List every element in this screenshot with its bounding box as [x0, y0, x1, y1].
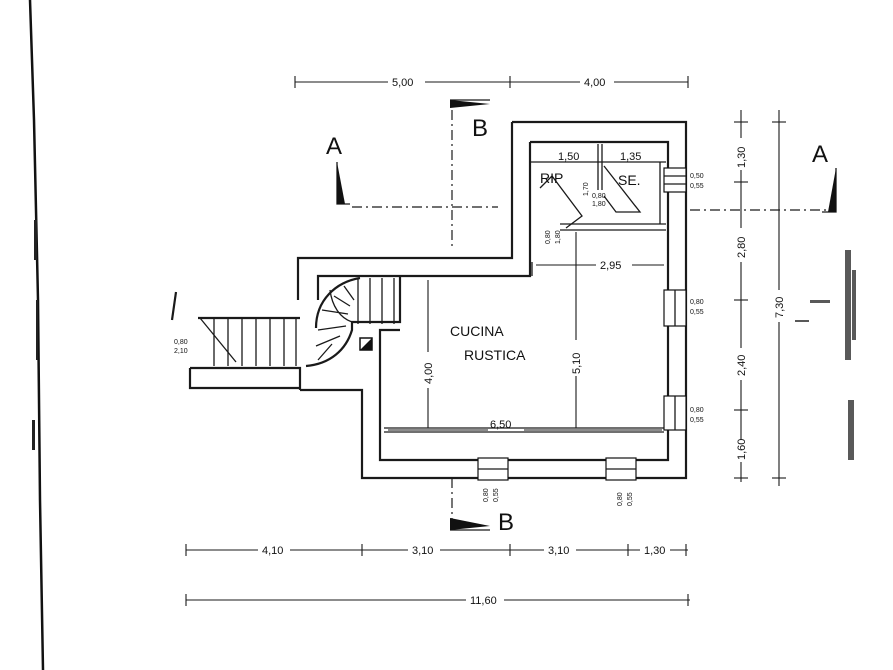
opening-inner-door-w: 0,80 — [545, 230, 552, 244]
opening-right2-h: 0,55 — [690, 417, 704, 424]
scan-noise-left — [32, 220, 38, 450]
section-label-b-bottom: B — [498, 509, 514, 536]
dim-bottom-seg3: 3,10 — [548, 545, 569, 557]
section-marker-b-top — [450, 99, 490, 108]
dim-kitchen-depth-right: 5,10 — [571, 353, 583, 374]
dim-kitchen-depth-left: 4,00 — [423, 363, 435, 384]
dim-bottom-seg4: 1,30 — [644, 545, 665, 557]
section-marker-a-left — [336, 162, 350, 205]
outer-walls — [170, 120, 688, 480]
window-bottom-2 — [605, 457, 637, 481]
opening-toilet-window-w: 0,50 — [690, 173, 704, 180]
dim-top-left: 5,00 — [392, 77, 413, 89]
bottom-dimension-total — [185, 594, 690, 606]
spiral-stair — [305, 276, 402, 368]
opening-stair-door-w: 0,80 — [174, 339, 188, 346]
section-marker-a-right — [822, 168, 837, 213]
dim-bottom-total: 11,60 — [470, 595, 497, 607]
dim-bottom-seg2: 3,10 — [412, 545, 433, 557]
opening-storage-door-w: 0,80 — [592, 193, 606, 200]
section-marker-b-bottom — [450, 518, 490, 531]
room-label-toilet: SE. — [618, 172, 641, 188]
dim-storage-width: 1,50 — [558, 151, 579, 163]
dim-right-seg3: 2,40 — [736, 355, 748, 376]
dim-bottom-seg1: 4,10 — [262, 545, 283, 557]
dim-top-right: 4,00 — [584, 77, 605, 89]
opening-inner-door-h: 1,80 — [555, 230, 562, 244]
dim-kitchen-width-top: 2,95 — [600, 260, 621, 272]
dim-right-seg1: 1,30 — [736, 147, 748, 168]
room-label-kitchen-line1: CUCINA — [450, 323, 504, 339]
window-right-1 — [663, 289, 687, 327]
dim-storage-height: 1,70 — [583, 182, 590, 196]
straight-stair — [199, 317, 297, 366]
room-label-kitchen-line2: RUSTICA — [464, 347, 526, 363]
opening-right1-h: 0,55 — [690, 309, 704, 316]
opening-bottom1-w: 0,80 — [483, 488, 490, 502]
section-label-b-top: B — [472, 115, 488, 142]
dim-right-seg4: 1,60 — [736, 439, 748, 460]
opening-bottom2-w: 0,80 — [617, 492, 624, 506]
right-total-dimension — [772, 110, 786, 486]
room-label-storage: RIP — [540, 170, 563, 186]
opening-toilet-window-h: 0,55 — [690, 183, 704, 190]
opening-storage-door-h: 1,80 — [592, 201, 606, 208]
right-dimension-chain — [734, 110, 748, 482]
opening-stair-door-h: 2,10 — [174, 348, 188, 355]
dim-right-seg2: 2,80 — [736, 237, 748, 258]
dim-kitchen-width-bottom: 6,50 — [490, 419, 511, 431]
opening-bottom1-h: 0,55 — [493, 488, 500, 502]
dim-right-total: 7,30 — [774, 297, 786, 318]
section-label-a-right: A — [812, 141, 828, 168]
scan-noise-right — [795, 250, 856, 460]
interior-walls — [384, 144, 666, 433]
opening-bottom2-h: 0,55 — [627, 492, 634, 506]
opening-right1-w: 0,80 — [690, 299, 704, 306]
top-dimension-line — [294, 76, 689, 88]
window-bottom-1 — [477, 457, 509, 481]
window-right-2 — [663, 395, 687, 431]
section-label-a-left: A — [326, 133, 342, 160]
window-toilet — [663, 167, 687, 193]
opening-right2-w: 0,80 — [690, 407, 704, 414]
bottom-dimension-row1 — [185, 544, 688, 556]
dim-toilet-width: 1,35 — [620, 151, 641, 163]
